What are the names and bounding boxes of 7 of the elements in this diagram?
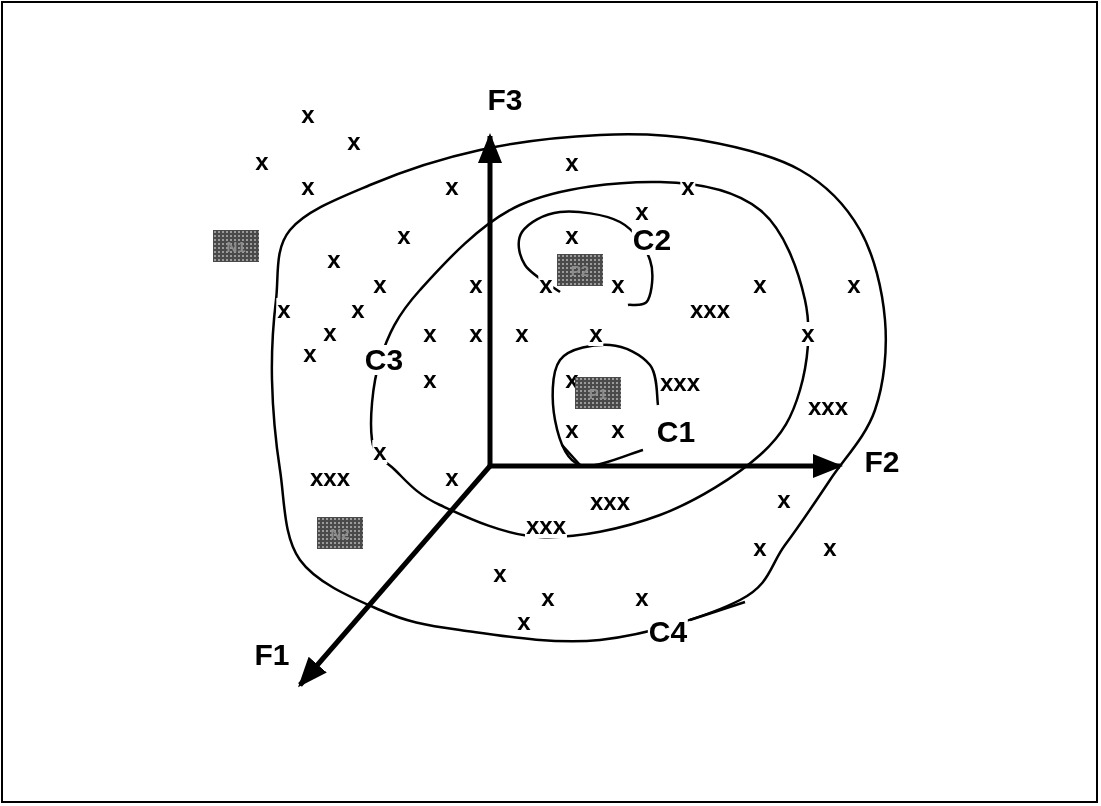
shaded-sample-box: P1 (575, 377, 621, 409)
shaded-sample-box: N1 (213, 230, 259, 262)
shaded-sample-box: N2 (317, 517, 363, 549)
contour-label: C3 (363, 345, 405, 375)
data-point-mark: x (372, 440, 388, 464)
shaded-sample-box: P2 (557, 254, 603, 286)
data-point-mark: x (800, 322, 816, 346)
